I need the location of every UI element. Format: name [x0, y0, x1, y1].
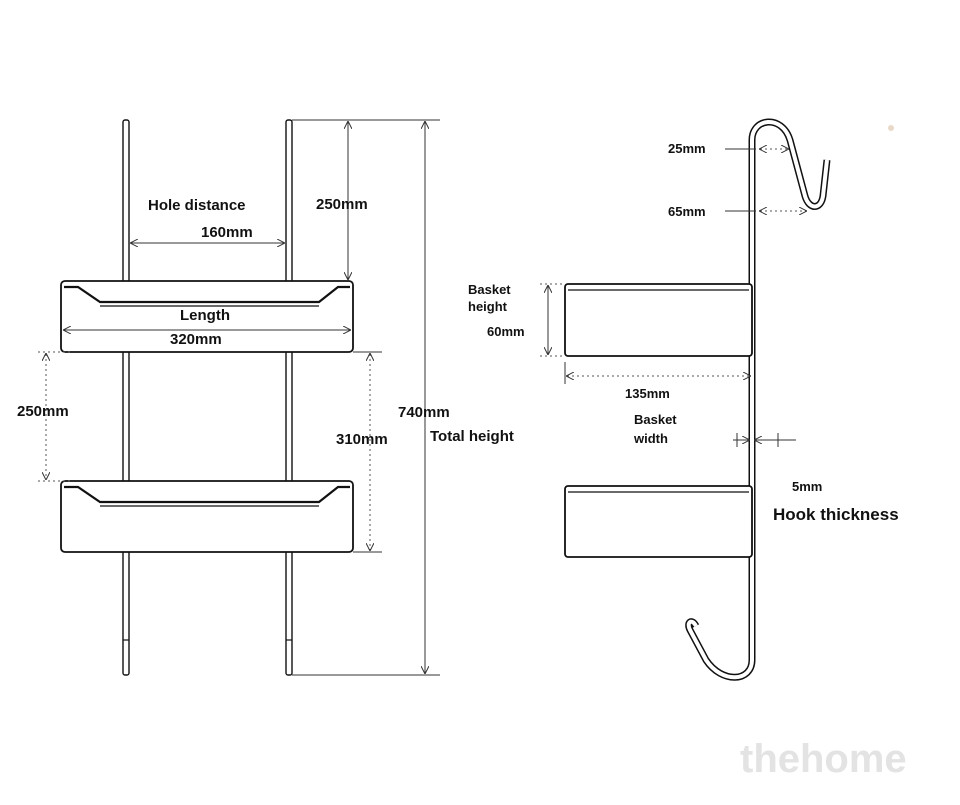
length-label: Length [180, 307, 230, 324]
rail-to-bottom-value: 310mm [336, 431, 388, 448]
hook-gap-lower-value: 65mm [668, 204, 706, 219]
total-height-label: Total height [430, 428, 514, 445]
bottom-basket-side [564, 485, 753, 558]
basket-height-label-line2: height [468, 299, 508, 314]
hook-gap-top-value: 25mm [668, 141, 706, 156]
hook-thickness-label: Hook thickness [773, 505, 899, 524]
basket-width-label-line2: width [633, 431, 668, 446]
hook-thickness-dimension [733, 433, 796, 447]
basket-height-value: 60mm [487, 324, 525, 339]
watermark-logo: thehome [740, 737, 907, 781]
top-basket-side [564, 283, 753, 357]
length-value: 320mm [170, 331, 222, 348]
left-rail [122, 119, 130, 676]
total-height-value: 740mm [398, 404, 450, 421]
top-gap-value: 250mm [316, 196, 368, 213]
basket-width-value: 135mm [625, 386, 670, 401]
hole-distance-value: 160mm [201, 224, 253, 241]
side-view: 25mm 65mm Basket height 60mm 135mm Baske… [468, 118, 899, 681]
right-rail [285, 119, 293, 676]
shelf-spacing-value: 250mm [17, 403, 69, 420]
hook-profile [748, 118, 831, 620]
basket-height-label-line1: Basket [468, 282, 511, 297]
basket-width-label-line1: Basket [634, 412, 677, 427]
top-shelf [60, 280, 354, 353]
hook-thickness-value: 5mm [792, 479, 822, 494]
front-view: Hole distance 160mm Length 320mm 250mm 2… [17, 119, 514, 676]
speck [888, 125, 894, 131]
bottom-shelf [60, 480, 354, 553]
hole-distance-label: Hole distance [148, 197, 246, 214]
